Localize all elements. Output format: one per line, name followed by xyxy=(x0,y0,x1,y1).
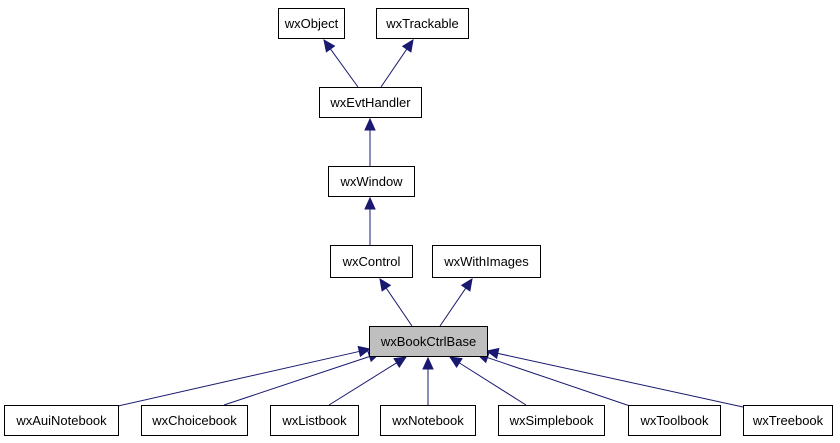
edge-wxtoolbook-to-wxbookctrlbase xyxy=(487,357,631,407)
arrowhead-wxcontrol xyxy=(379,277,392,292)
node-wxbookctrlbase[interactable]: wxBookCtrlBase xyxy=(369,326,488,357)
edge-wxevthandler-to-wxtrackable xyxy=(380,48,408,88)
node-label: wxWithImages xyxy=(443,254,529,269)
node-wxsimplebook[interactable]: wxSimplebook xyxy=(498,405,605,436)
edge-wxtreebook-to-wxbookctrlbase xyxy=(497,352,744,408)
node-box xyxy=(141,405,248,436)
node-wxtreebook[interactable]: wxTreebook xyxy=(743,405,833,436)
node-box xyxy=(628,405,721,436)
arrowhead-wxbookctrlbase xyxy=(422,356,434,370)
node-box xyxy=(498,405,605,436)
node-wxauinotebook[interactable]: wxAuiNotebook xyxy=(4,405,119,436)
node-wxobject[interactable]: wxObject xyxy=(278,8,345,39)
nodes-layer: wxObject wxTrackable wxEvtHandler wxWindow w… xyxy=(4,8,833,436)
edge-wxsimplebook-to-wxbookctrlbase xyxy=(459,362,527,406)
node-box xyxy=(432,245,541,278)
node-box xyxy=(369,326,488,357)
node-box xyxy=(380,405,476,436)
node-box xyxy=(743,405,833,436)
node-label: wxObject xyxy=(284,16,339,31)
arrowhead-wxbookctrlbase xyxy=(393,356,408,369)
arrowhead-wxobject xyxy=(323,39,336,53)
arrowhead-wxtrackable xyxy=(401,38,414,53)
edge-wxchoicebook-to-wxbookctrlbase xyxy=(223,356,370,406)
node-label: wxSimplebook xyxy=(509,413,594,428)
arrowhead-wxwindow xyxy=(364,196,376,210)
node-label: wxChoicebook xyxy=(151,413,237,428)
arrowhead-wxbookctrlbase xyxy=(485,347,500,360)
node-wxtrackable[interactable]: wxTrackable xyxy=(376,8,469,39)
edge-wxbookctrlbase-to-wxcontrol xyxy=(385,287,413,327)
node-label: wxBookCtrlBase xyxy=(380,334,476,349)
node-box xyxy=(270,405,359,436)
node-wxwindow[interactable]: wxWindow xyxy=(328,166,415,197)
node-box xyxy=(319,87,422,118)
node-label: wxToolbook xyxy=(640,413,709,428)
node-label: wxListbook xyxy=(281,413,347,428)
node-label: wxNotebook xyxy=(391,413,464,428)
node-label: wxAuiNotebook xyxy=(15,413,107,428)
node-label: wxEvtHandler xyxy=(329,95,411,110)
node-box xyxy=(278,8,345,39)
node-label: wxWindow xyxy=(339,174,403,189)
arrowhead-wxwithimages xyxy=(460,277,473,292)
node-wxwithimages[interactable]: wxWithImages xyxy=(432,245,541,278)
node-label: wxTrackable xyxy=(385,16,458,31)
edge-wxbookctrlbase-to-wxwithimages xyxy=(439,287,467,327)
arrowhead-wxbookctrlbase xyxy=(357,345,372,358)
node-wxevthandler[interactable]: wxEvtHandler xyxy=(319,87,422,118)
node-wxlistbook[interactable]: wxListbook xyxy=(270,405,359,436)
node-wxnotebook[interactable]: wxNotebook xyxy=(380,405,476,436)
edge-wxauinotebook-to-wxbookctrlbase xyxy=(117,350,360,407)
node-box xyxy=(328,166,415,197)
node-box xyxy=(376,8,469,39)
node-wxtoolbook[interactable]: wxToolbook xyxy=(628,405,721,436)
node-box xyxy=(330,245,413,278)
node-label: wxTreebook xyxy=(752,413,824,428)
arrowhead-wxbookctrlbase xyxy=(448,356,463,369)
node-wxcontrol[interactable]: wxControl xyxy=(330,245,413,278)
node-wxchoicebook[interactable]: wxChoicebook xyxy=(141,405,248,436)
edge-wxlistbook-to-wxbookctrlbase xyxy=(328,362,397,406)
edge-wxevthandler-to-wxobject xyxy=(330,48,359,88)
node-label: wxControl xyxy=(342,254,401,269)
node-box xyxy=(4,405,119,436)
arrowhead-wxevthandler xyxy=(364,117,376,131)
